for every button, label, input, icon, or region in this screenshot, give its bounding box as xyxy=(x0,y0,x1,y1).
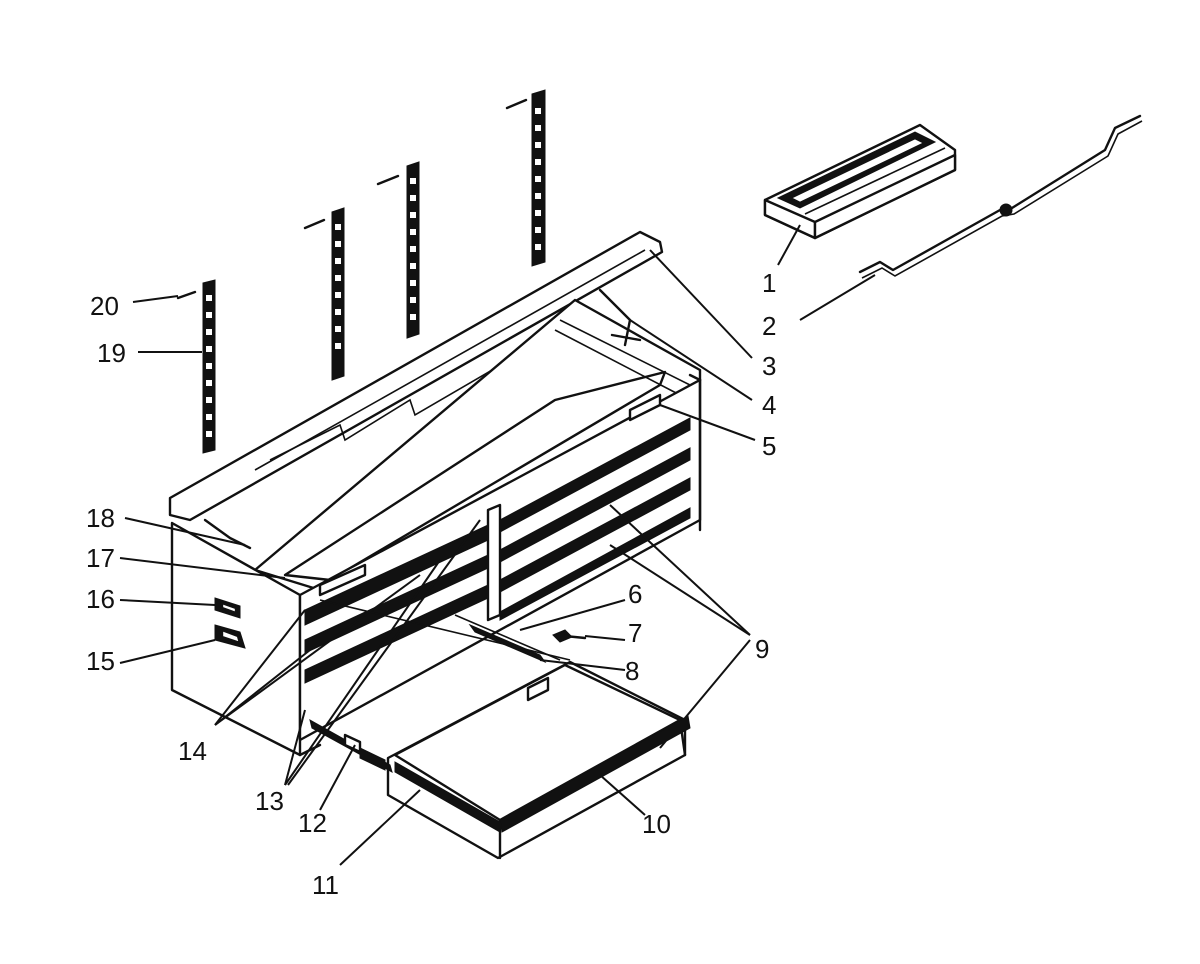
hanger-strip xyxy=(303,207,345,381)
callout-20: 20 xyxy=(90,291,119,321)
callout-7: 7 xyxy=(628,618,642,648)
leader-lines xyxy=(119,224,876,866)
pulled-out-drawer xyxy=(309,599,691,860)
callout-17: 17 xyxy=(86,543,115,573)
lift-out-tray xyxy=(763,123,957,240)
callout-2: 2 xyxy=(762,311,776,341)
hanger-strip xyxy=(505,89,546,267)
callout-9: 9 xyxy=(755,634,769,664)
callout-3: 3 xyxy=(762,351,776,381)
hanger-strip xyxy=(376,161,420,339)
callout-4: 4 xyxy=(762,390,776,420)
callout-16: 16 xyxy=(86,584,115,614)
hanger-strip xyxy=(176,279,216,454)
tool-chest-body xyxy=(168,230,702,757)
callout-10: 10 xyxy=(642,809,671,839)
callout-5: 5 xyxy=(762,431,776,461)
callout-1: 1 xyxy=(762,268,776,298)
callout-8: 8 xyxy=(625,656,639,686)
hanger-strips xyxy=(176,89,546,454)
callout-12: 12 xyxy=(298,808,327,838)
callout-13: 13 xyxy=(255,786,284,816)
callout-15: 15 xyxy=(86,646,115,676)
callout-6: 6 xyxy=(628,579,642,609)
callout-19: 19 xyxy=(97,338,126,368)
lid-stay-rod xyxy=(858,114,1143,279)
callout-11: 11 xyxy=(312,870,339,900)
callout-labels: 1 2 3 4 5 6 7 8 9 10 11 12 13 14 15 16 1… xyxy=(86,268,776,900)
screw xyxy=(552,629,587,643)
callout-14: 14 xyxy=(178,736,207,766)
side-handle xyxy=(214,597,246,649)
callout-18: 18 xyxy=(86,503,115,533)
